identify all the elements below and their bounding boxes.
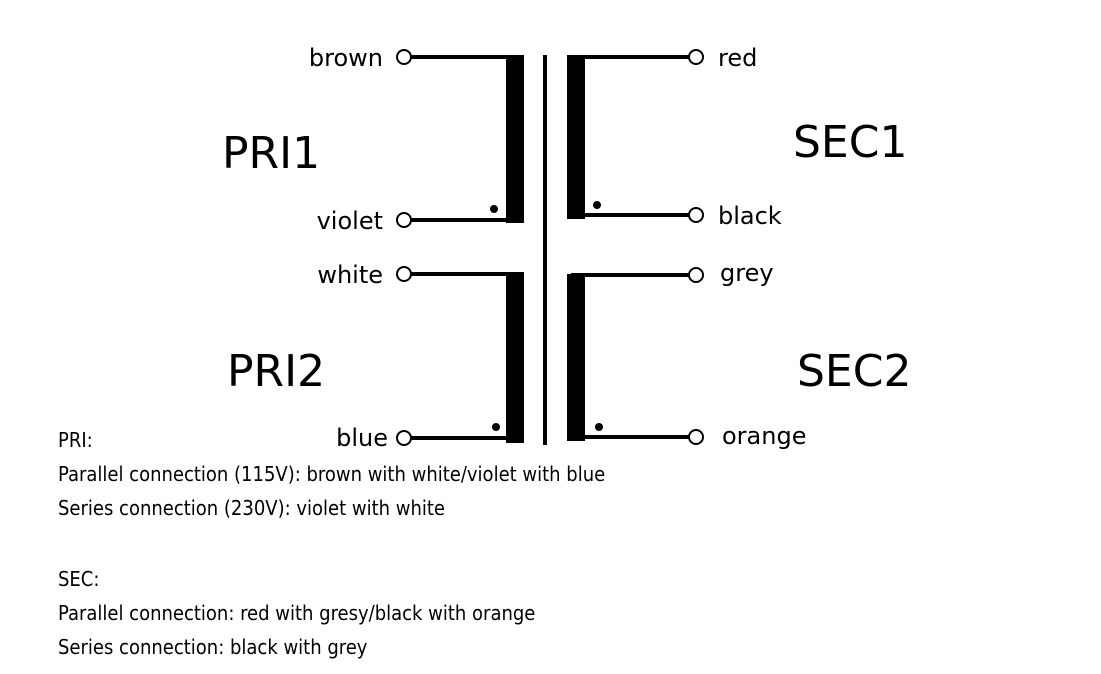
sec2-winding: grey orange SEC2 xyxy=(567,259,911,450)
pri2-bottom-terminal xyxy=(396,430,412,446)
pri-parallel-note: Parallel connection (115V): brown with w… xyxy=(58,462,606,486)
sec1-top-terminal xyxy=(688,49,704,65)
pri2-winding: white blue PRI2 xyxy=(227,261,524,452)
pri1-polarity-dot xyxy=(490,205,498,213)
pri2-name: PRI2 xyxy=(227,346,325,397)
sec-parallel-note: Parallel connection: red with gresy/blac… xyxy=(58,601,536,625)
pri1-name: PRI1 xyxy=(222,128,320,179)
pri1-coil-bar xyxy=(506,55,524,223)
sec1-bottom-terminal xyxy=(688,207,704,223)
pri2-top-label: white xyxy=(317,261,383,289)
pri1-bottom-label: violet xyxy=(317,207,383,235)
pri2-polarity-dot xyxy=(492,423,500,431)
pri2-coil-bar xyxy=(506,272,524,443)
sec-heading: SEC: xyxy=(58,567,100,591)
sec2-coil-bar xyxy=(567,274,585,441)
pri-series-note: Series connection (230V): violet with wh… xyxy=(58,496,445,520)
sec2-name: SEC2 xyxy=(797,346,911,397)
sec1-coil-bar xyxy=(567,55,585,219)
sec2-polarity-dot xyxy=(595,423,603,431)
sec2-bottom-label: orange xyxy=(722,422,806,450)
sec1-name: SEC1 xyxy=(793,117,907,168)
sec1-bottom-label: black xyxy=(718,202,782,230)
pri2-top-terminal xyxy=(396,266,412,282)
sec1-polarity-dot xyxy=(593,201,601,209)
pri-heading: PRI: xyxy=(58,428,93,452)
sec2-top-label: grey xyxy=(720,259,774,287)
pri1-bottom-terminal xyxy=(396,212,412,228)
sec1-winding: red black SEC1 xyxy=(567,44,907,230)
sec1-top-label: red xyxy=(718,44,757,72)
sec-notes: SEC: Parallel connection: red with gresy… xyxy=(58,562,535,664)
pri1-top-terminal xyxy=(396,49,412,65)
pri1-winding: brown violet PRI1 xyxy=(222,44,524,235)
sec2-bottom-terminal xyxy=(688,429,704,445)
sec2-top-terminal xyxy=(688,267,704,283)
pri1-top-label: brown xyxy=(309,44,383,72)
pri2-bottom-label: blue xyxy=(336,424,388,452)
pri-notes: PRI: Parallel connection (115V): brown w… xyxy=(58,423,605,525)
sec-series-note: Series connection: black with grey xyxy=(58,635,368,659)
